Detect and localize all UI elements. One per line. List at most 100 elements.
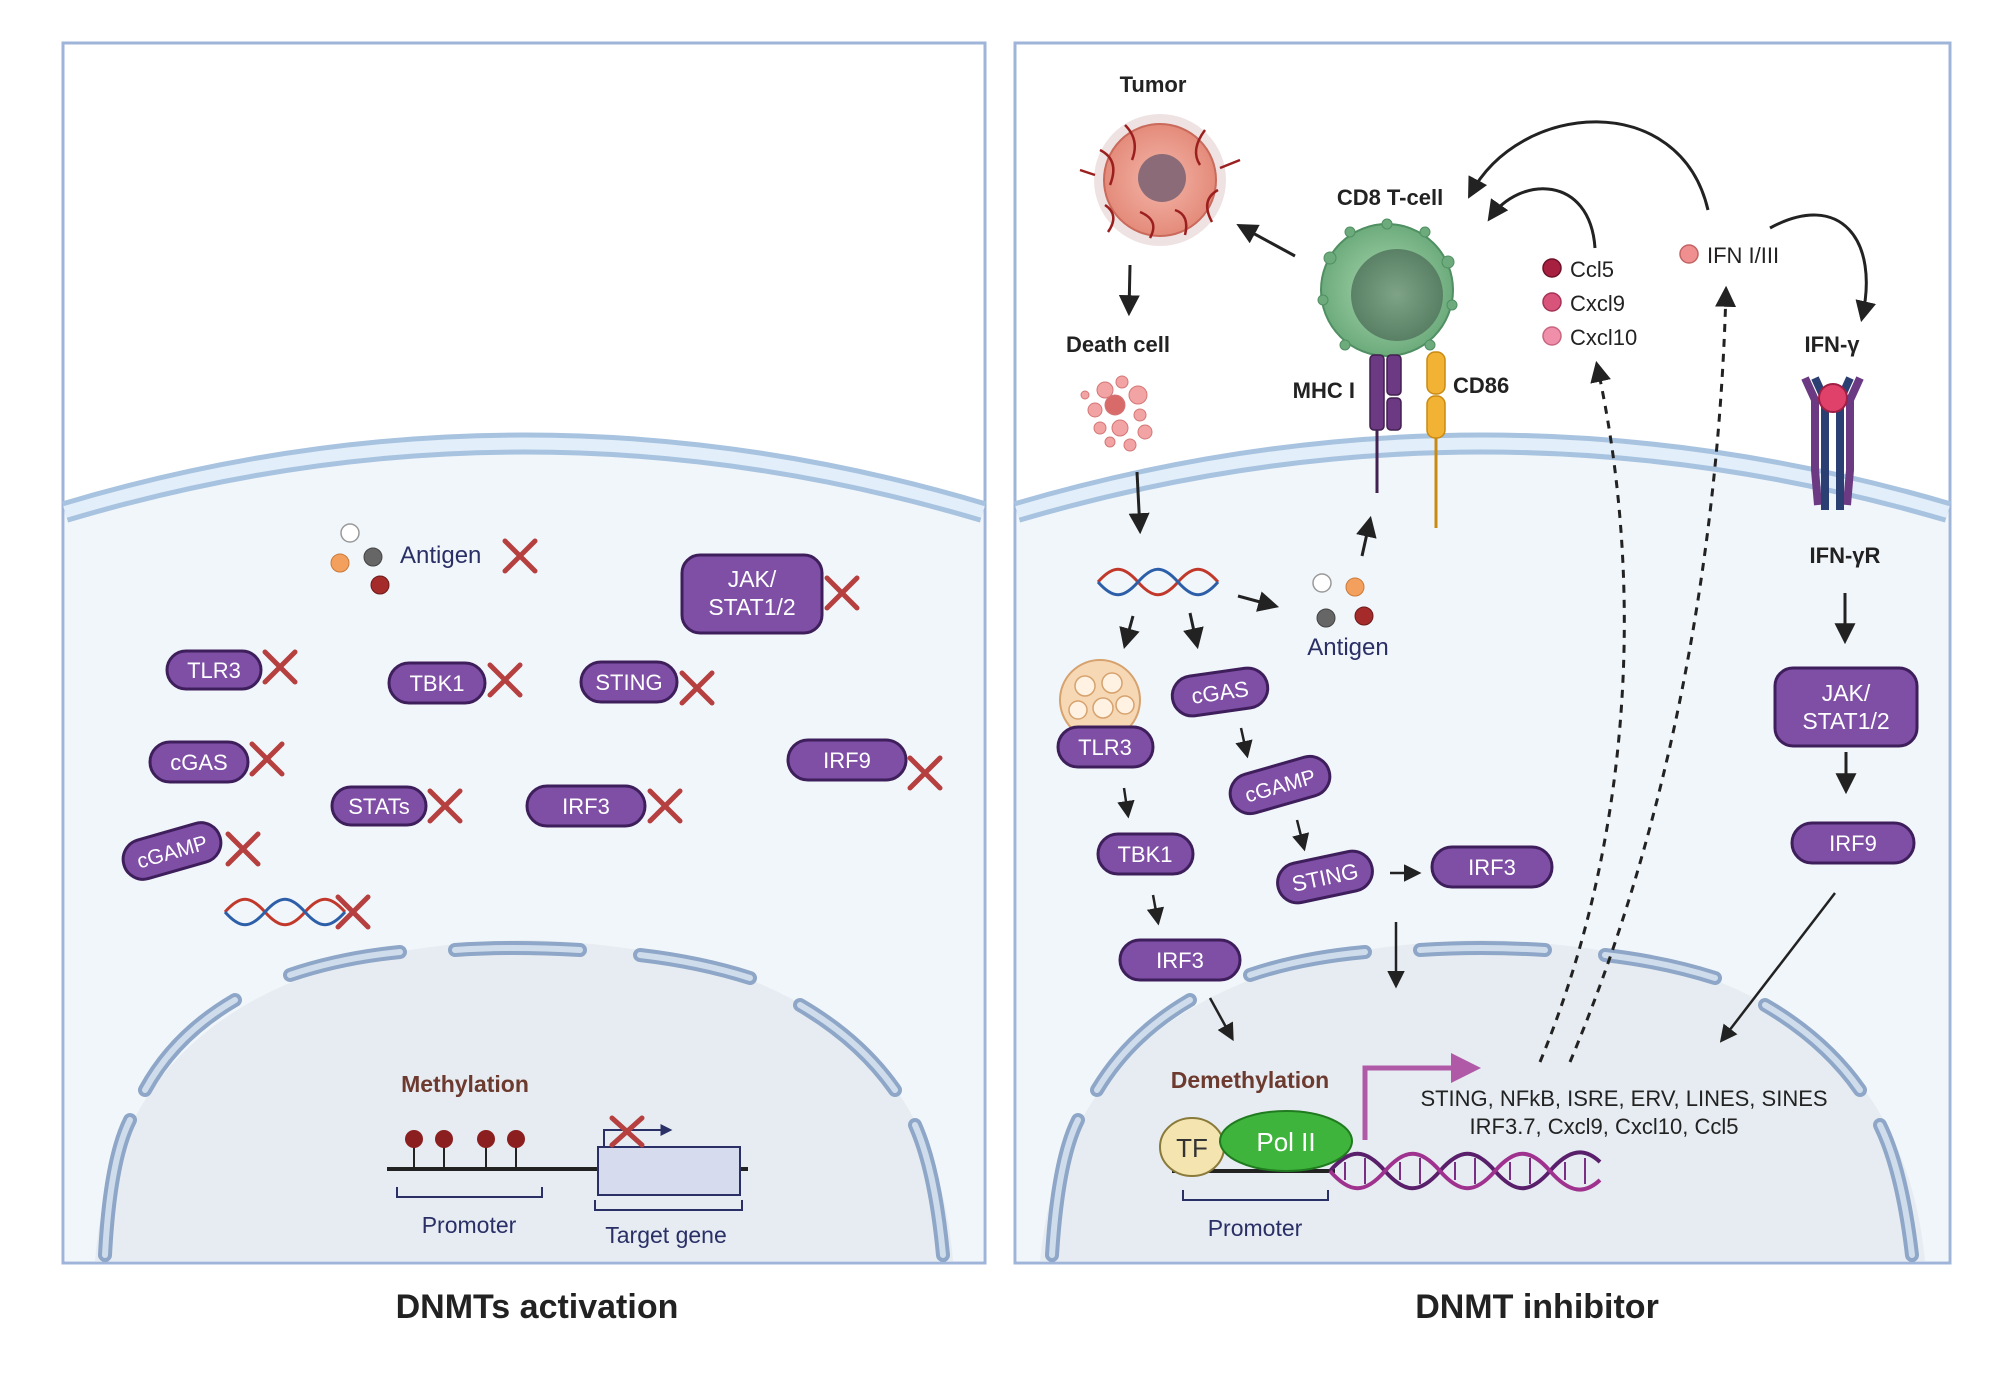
svg-text:TLR3: TLR3 xyxy=(1078,735,1132,760)
left-tbk1-cross-icon xyxy=(487,662,523,698)
svg-text:TBK1: TBK1 xyxy=(409,671,464,696)
ifn-label: IFN I/III xyxy=(1707,243,1779,268)
pol2-icon: Pol II xyxy=(1219,1110,1353,1172)
left-cgamp-pill: cGAMP xyxy=(121,821,223,881)
tumor-to-death-arrow xyxy=(1118,264,1140,317)
left-panel-caption: DNMTs activation xyxy=(396,1288,679,1326)
chemokine-item: Cxcl9 xyxy=(1570,291,1625,316)
svg-text:JAK/: JAK/ xyxy=(728,566,777,592)
left-target-gene-label: Target gene xyxy=(605,1222,726,1248)
svg-text:IRF3: IRF3 xyxy=(1156,948,1204,973)
chemokine-list: Ccl5 Cxcl9 Cxcl10 xyxy=(1542,257,1637,350)
left-irf9-pill: IRF9 xyxy=(786,738,908,782)
left-stats-cross-icon xyxy=(427,788,463,824)
left-cgas-pill: cGAS xyxy=(148,740,250,784)
ifng-label: IFN-γ xyxy=(1805,332,1861,357)
left-cgamp-cross-icon xyxy=(225,831,261,867)
cxcl9-dot xyxy=(1542,292,1562,312)
ifn-to-ifng-arrow xyxy=(1769,213,1876,323)
right-irf3-top-pill: IRF3 xyxy=(1430,845,1554,889)
chemokine-to-tcell-arrow xyxy=(1487,187,1597,249)
cxcl10-dot xyxy=(1542,326,1562,346)
cd86-label: CD86 xyxy=(1453,373,1509,398)
tlr3-to-tbk1-arrow xyxy=(1117,787,1135,819)
right-irf3-bottom-pill: IRF3 xyxy=(1118,938,1242,982)
left-dna-icon xyxy=(223,897,347,927)
right-jak-stat-pill: JAK/ STAT1/2 xyxy=(1773,666,1919,748)
target-genes-line2: IRF3.7, Cxcl9, Cxcl10, Ccl5 xyxy=(1470,1114,1739,1139)
tumor-label: Tumor xyxy=(1120,72,1187,97)
right-antigen-icon xyxy=(1312,573,1374,628)
left-tlr3-cross-icon xyxy=(262,649,298,685)
svg-text:STATs: STATs xyxy=(348,794,410,819)
left-tlr3-pill: TLR3 xyxy=(165,649,263,691)
death-to-dna-arrow xyxy=(1128,471,1150,535)
demethylation-label: Demethylation xyxy=(1171,1067,1329,1093)
irf9-to-nucleus-arrow xyxy=(1719,892,1836,1043)
mhc-label: MHC I xyxy=(1293,378,1355,403)
ifn-to-tcell-arrow xyxy=(1468,120,1710,211)
left-target-gene-bracket xyxy=(594,1200,743,1211)
death-cell-label: Death cell xyxy=(1066,332,1170,357)
left-panel: Antigen JAK/ STAT1/2 TLR3 TBK1 xyxy=(61,41,987,1326)
target-genes-line1: STING, NFkB, ISRE, ERV, LINES, SINES xyxy=(1420,1086,1827,1111)
left-sting-pill: STING xyxy=(579,660,679,704)
tcell-icon xyxy=(1317,218,1458,357)
right-nucleus xyxy=(1040,940,1925,1261)
dna-to-antigen-arrow xyxy=(1237,591,1280,612)
transcribed-dna-icon xyxy=(1328,1150,1602,1192)
svg-text:TF: TF xyxy=(1176,1133,1208,1163)
tf-icon: TF xyxy=(1159,1117,1225,1177)
transcription-start-arrow xyxy=(1362,1053,1481,1140)
left-dna-cross-icon xyxy=(335,894,371,930)
svg-text:JAK/: JAK/ xyxy=(1822,680,1871,706)
right-tbk1-pill: TBK1 xyxy=(1096,832,1195,876)
endosome-icon xyxy=(1059,659,1141,741)
svg-text:IRF3: IRF3 xyxy=(562,794,610,819)
right-cgas-pill: cGAS xyxy=(1170,666,1270,718)
cgamp-to-sting-arrow xyxy=(1292,819,1310,852)
svg-text:TLR3: TLR3 xyxy=(187,658,241,683)
right-panel-caption: DNMT inhibitor xyxy=(1415,1288,1659,1326)
chemokine-item: Ccl5 xyxy=(1570,257,1614,282)
right-promoter-bracket xyxy=(1182,1190,1329,1201)
right-antigen-label: Antigen xyxy=(1307,634,1388,661)
left-transcription-cross-icon xyxy=(609,1115,645,1148)
tumor-cell-icon xyxy=(1079,114,1241,246)
right-irf9-pill: IRF9 xyxy=(1790,821,1916,865)
right-tlr3-pill: TLR3 xyxy=(1056,725,1155,769)
left-methyl-marks xyxy=(405,1130,525,1169)
left-methylation-label: Methylation xyxy=(401,1071,529,1097)
death-cell-icon xyxy=(1080,375,1153,452)
right-promoter-label: Promoter xyxy=(1208,1215,1303,1241)
left-cgas-cross-icon xyxy=(249,741,285,777)
left-jak-stat-cross-icon xyxy=(824,575,860,611)
svg-text:Pol II: Pol II xyxy=(1256,1127,1315,1157)
tcell-to-tumor-arrow xyxy=(1236,223,1296,258)
ifn-dot xyxy=(1679,244,1699,264)
left-sting-cross-icon xyxy=(679,670,715,706)
right-cgamp-pill: cGAMP xyxy=(1228,754,1332,816)
svg-text:cGAS: cGAS xyxy=(170,750,227,775)
left-promoter-label: Promoter xyxy=(422,1212,517,1238)
left-irf3-cross-icon xyxy=(647,788,683,824)
ifngr-receptor-icon xyxy=(1801,376,1864,510)
right-panel: Tumor Death cell xyxy=(1013,41,1952,1326)
svg-text:STAT1/2: STAT1/2 xyxy=(708,594,795,620)
left-antigen-icon xyxy=(330,523,390,595)
chemokine-item: Cxcl10 xyxy=(1570,325,1637,350)
cd86-receptor-icon xyxy=(1426,351,1446,528)
svg-text:TBK1: TBK1 xyxy=(1117,842,1172,867)
ifngr-label: IFN-γR xyxy=(1810,543,1881,568)
left-tbk1-pill: TBK1 xyxy=(387,661,487,705)
antigen-to-mhc-arrow xyxy=(1356,515,1377,557)
right-sting-pill: STING xyxy=(1276,849,1374,905)
left-promoter-bracket xyxy=(396,1187,543,1198)
left-irf9-cross-icon xyxy=(907,755,943,791)
left-irf3-pill: IRF3 xyxy=(525,784,647,828)
right-dna-icon xyxy=(1096,567,1220,597)
tcell-label: CD8 T-cell xyxy=(1337,185,1443,210)
dna-to-tlr3-arrow xyxy=(1119,615,1140,650)
ccl5-dot xyxy=(1542,258,1562,278)
